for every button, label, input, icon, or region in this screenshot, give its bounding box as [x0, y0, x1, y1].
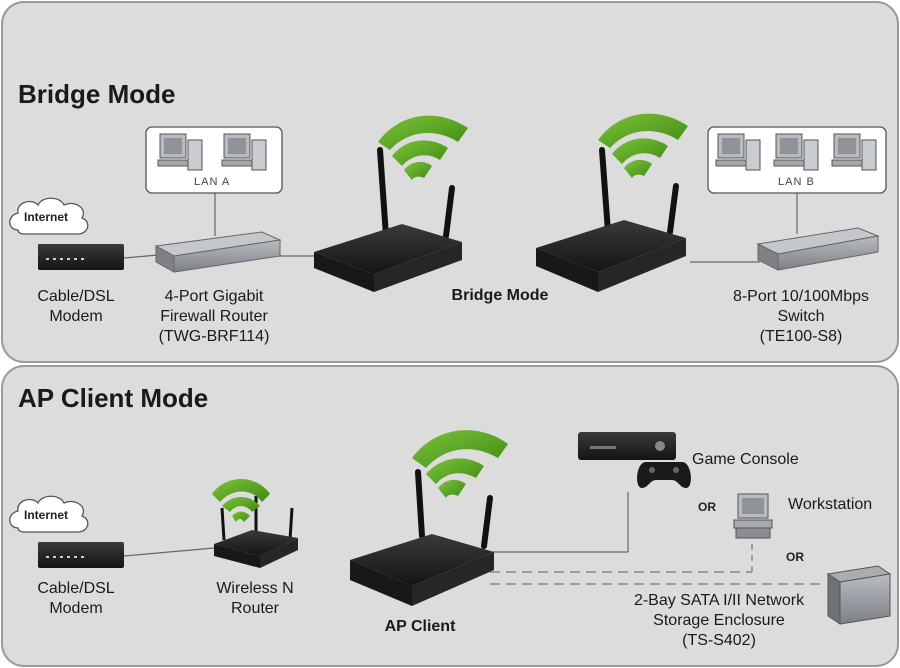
computer-icon [831, 133, 877, 171]
ap-client-device-icon [350, 469, 494, 606]
lan-a-label: LAN A [194, 176, 231, 188]
computer-icon [157, 133, 203, 171]
game-console-icon [578, 432, 691, 488]
computer-icon [715, 133, 761, 171]
lan-b-group [707, 126, 887, 194]
modem-wireless-router-link [123, 547, 215, 557]
wireless-n-router-icon [214, 496, 298, 568]
workstation-icon [733, 493, 773, 539]
ap-modem-label: Cable/DSL Modem [37, 580, 115, 617]
ap-client-mode-heading: AP Client Mode [18, 383, 209, 413]
nas-label: 2-Bay SATA I/II Network Storage Enclosur… [633, 592, 805, 649]
wifi-signal-icon [598, 113, 688, 178]
switch-label: 8-Port 10/100Mbps Switch (TE100-S8) [732, 288, 870, 345]
bridge-mode-center-label: Bridge Mode [451, 287, 549, 304]
wifi-signal-icon [378, 115, 468, 180]
firewall-router-label: 4-Port Gigabit Firewall Router (TWG-BRF1… [158, 288, 270, 345]
bridge-mode-panel [1, 1, 899, 363]
or-label: OR [786, 550, 804, 564]
or-label: OR [698, 500, 716, 514]
cable-modem-icon [38, 542, 124, 568]
lan-a-group [145, 126, 283, 194]
modem-router-link [123, 254, 159, 259]
wireless-n-router-label: Wireless N Router [216, 580, 294, 617]
wireless-ap-right-icon [536, 147, 686, 292]
computer-icon [773, 133, 819, 171]
nas-storage-icon [826, 565, 892, 625]
network-switch-icon [756, 227, 880, 271]
bridge-mode-heading: Bridge Mode [18, 79, 176, 109]
internet-cloud-icon [9, 197, 89, 235]
wifi-signal-icon [212, 479, 270, 522]
wireless-ap-left-icon [314, 147, 462, 292]
wifi-signal-icon [412, 430, 508, 498]
internet-cloud-icon [9, 495, 89, 533]
bridge-modem-label: Cable/DSL Modem [37, 288, 115, 325]
computer-icon [221, 133, 267, 171]
lan-b-label: LAN B [778, 176, 815, 188]
internet-cloud-label: Internet [24, 508, 69, 522]
game-console-label: Game Console [692, 451, 799, 468]
cable-modem-icon [38, 244, 124, 270]
internet-cloud-label: Internet [24, 210, 69, 224]
firewall-router-icon [154, 231, 282, 273]
ap-client-label: AP Client [384, 618, 456, 635]
workstation-label: Workstation [788, 496, 873, 513]
